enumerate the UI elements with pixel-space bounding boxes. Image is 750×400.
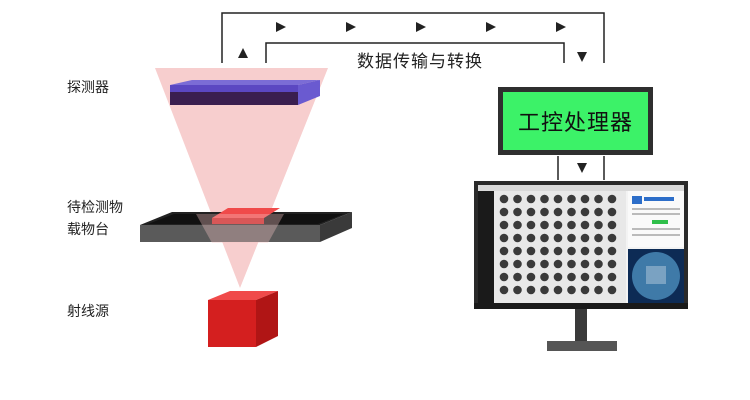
- bga-ball: [580, 272, 590, 282]
- bga-ball: [594, 220, 603, 230]
- bga-ball: [594, 285, 603, 295]
- data-flow-loop: [221, 12, 605, 180]
- bga-ball: [513, 233, 522, 243]
- bga-ball: [499, 207, 509, 217]
- bga-ball: [526, 259, 536, 269]
- bga-ball: [580, 285, 590, 295]
- bga-ball: [540, 194, 549, 204]
- bga-ball: [513, 285, 522, 295]
- bga-ball: [567, 246, 576, 256]
- flow-arrow-down-lower: [577, 163, 587, 173]
- bga-ball: [526, 285, 536, 295]
- bga-ball: [540, 220, 549, 230]
- bga-ball: [594, 259, 603, 269]
- bga-ball: [526, 233, 536, 243]
- bga-ball: [499, 194, 509, 204]
- bga-ball: [499, 259, 509, 269]
- xray-cone: [155, 68, 328, 288]
- bga-ball: [540, 207, 549, 217]
- bga-ball-grid: [499, 194, 617, 295]
- bga-ball: [526, 207, 536, 217]
- bga-ball: [553, 259, 563, 269]
- data-flow-title: 数据传输与转换: [340, 50, 500, 74]
- bga-ball: [513, 220, 522, 230]
- ipc-box: 工控处理器: [498, 87, 653, 155]
- bga-ball: [553, 207, 563, 217]
- bga-ball: [540, 246, 549, 256]
- bga-ball: [607, 194, 617, 204]
- bga-ball: [553, 233, 563, 243]
- bga-ball: [540, 233, 549, 243]
- bga-ball: [567, 194, 576, 204]
- bga-ball: [513, 259, 522, 269]
- bga-ball: [594, 272, 603, 282]
- bga-ball: [513, 272, 522, 282]
- bga-ball: [567, 259, 576, 269]
- bga-ball: [499, 272, 509, 282]
- bga-ball: [526, 194, 536, 204]
- bga-ball: [513, 246, 522, 256]
- bga-ball: [553, 246, 563, 256]
- bga-ball: [540, 259, 549, 269]
- object-label-line1: 待检测物: [67, 200, 123, 216]
- bga-ball: [553, 220, 563, 230]
- bga-ball: [580, 194, 590, 204]
- source-label: 射线源: [67, 304, 109, 320]
- bga-ball: [513, 207, 522, 217]
- bga-ball: [607, 272, 617, 282]
- bga-ball: [580, 259, 590, 269]
- flow-arrow-up: [238, 48, 248, 58]
- detector-label: 探测器: [67, 80, 109, 96]
- bga-ball: [607, 207, 617, 217]
- bga-ball: [499, 246, 509, 256]
- bga-ball: [580, 246, 590, 256]
- bga-ball: [553, 272, 563, 282]
- bga-ball: [553, 194, 563, 204]
- bga-ball: [607, 246, 617, 256]
- object-label-line2: 载物台: [67, 222, 109, 238]
- bga-ball: [607, 220, 617, 230]
- bga-ball: [580, 220, 590, 230]
- bga-ball: [594, 246, 603, 256]
- bga-ball: [553, 285, 563, 295]
- bga-ball: [567, 285, 576, 295]
- bga-ball: [526, 220, 536, 230]
- bga-ball: [607, 233, 617, 243]
- bga-ball: [567, 233, 576, 243]
- flow-arrow-down-upper: [577, 52, 587, 62]
- bga-ball: [607, 285, 617, 295]
- bga-ball: [526, 246, 536, 256]
- bga-ball: [526, 272, 536, 282]
- xray-source-cube: [208, 291, 278, 347]
- bga-ball: [594, 207, 603, 217]
- bga-ball: [499, 233, 509, 243]
- bga-ball: [567, 272, 576, 282]
- bga-ball: [580, 233, 590, 243]
- bga-ball: [594, 233, 603, 243]
- detector-panel: [170, 80, 320, 105]
- bga-ball: [567, 220, 576, 230]
- object-under-test: [212, 208, 280, 224]
- bga-ball: [594, 194, 603, 204]
- bga-ball: [499, 220, 509, 230]
- ipc-label: 工控处理器: [503, 92, 648, 150]
- bga-ball: [540, 272, 549, 282]
- bga-ball: [499, 285, 509, 295]
- bga-ball: [567, 207, 576, 217]
- flow-arrows-right: [276, 22, 566, 32]
- bga-ball: [607, 259, 617, 269]
- bga-ball: [540, 285, 549, 295]
- bga-ball: [580, 207, 590, 217]
- monitor: [474, 181, 688, 351]
- xray-cone-overlay: [196, 214, 284, 243]
- bga-ball: [513, 194, 522, 204]
